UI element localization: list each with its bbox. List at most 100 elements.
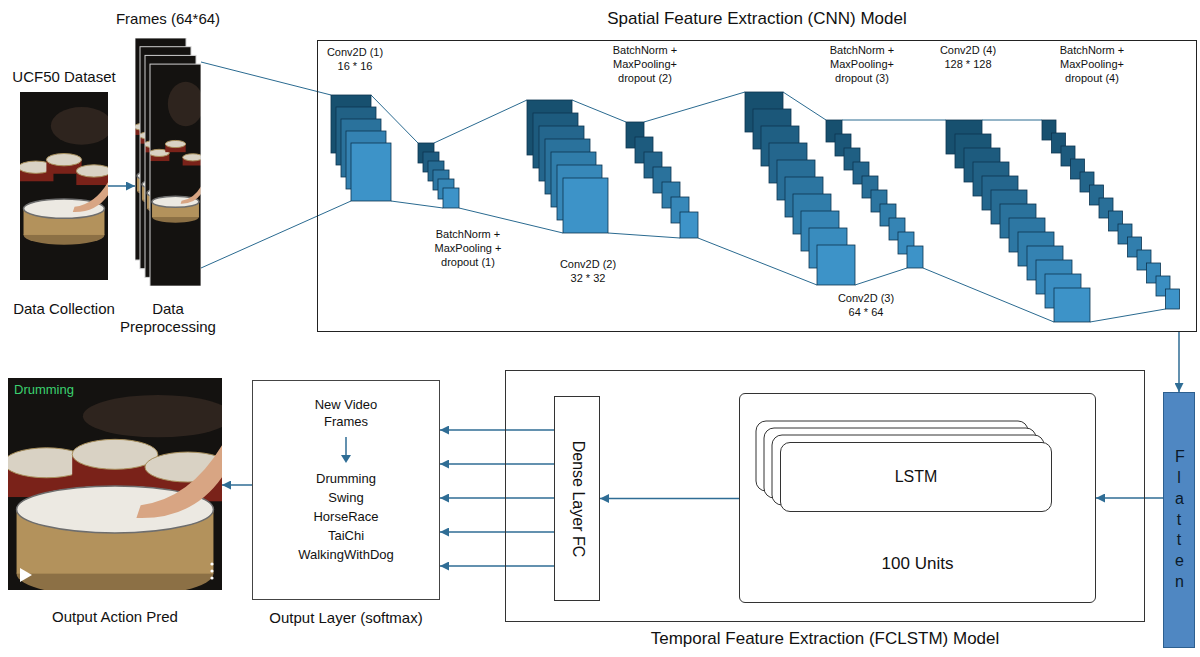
flow-arrow: [440, 565, 554, 567]
layer-label: BatchNorm + MaxPooling+ dropout (4): [1047, 44, 1137, 85]
node-text: Dense Layer FC: [568, 440, 586, 557]
text-holder: Conv2D (2) 32 * 32: [553, 258, 623, 286]
feature-map: [907, 246, 923, 268]
feature-map-stack: [946, 120, 1090, 322]
text-holder: Conv2D (1) 16 * 16: [320, 46, 390, 74]
text-holder: Frames (64*64): [135, 10, 201, 28]
projection-line: [608, 233, 680, 238]
menu-dot: [210, 569, 213, 572]
hand: [181, 186, 201, 203]
photo-frame: [20, 92, 108, 280]
flatten-bar: Flatten: [1163, 392, 1195, 648]
flow-arrow: [222, 484, 252, 486]
flow-arrow-head: [341, 455, 351, 463]
feature-map-stack: [1042, 120, 1180, 309]
dense-layer-box: Dense Layer FC: [554, 396, 600, 601]
layer-label: Conv2D (4) 128 * 128: [933, 44, 1003, 72]
text-holder: Flatten: [1164, 393, 1194, 647]
text-holder: Drumming: [14, 382, 74, 397]
text-holder: BatchNorm + MaxPooling + dropout (1): [423, 228, 513, 269]
tom-head: [46, 154, 81, 166]
text-holder: Output Action Pred: [8, 608, 222, 626]
flow-arrow: [440, 429, 554, 431]
hand: [73, 182, 108, 212]
feature-map: [1054, 288, 1090, 322]
flow-arrow: [600, 498, 739, 500]
projection-line: [842, 120, 946, 121]
feature-map-stack: [745, 92, 855, 285]
projection-line: [572, 100, 626, 122]
flow-arrow-line: [345, 437, 347, 457]
play-icon: [20, 568, 32, 582]
lstm-model-box: LSTM100 UnitsDense Layer FCTemporal Feat…: [505, 370, 1145, 622]
video-frame: [149, 64, 201, 286]
node-text: LSTM: [895, 468, 938, 486]
feature-map: [680, 212, 698, 238]
feature-map-stack: [626, 122, 698, 238]
text-holder: Data Collection: [20, 300, 108, 318]
flow-arrow: [440, 531, 554, 533]
lstm-card: LSTM: [780, 442, 1052, 512]
menu-dot: [210, 562, 213, 565]
flow-arrow: [440, 497, 554, 499]
node-text: Output Layer (softmax): [269, 609, 422, 627]
tom-head: [76, 165, 108, 177]
projection-line: [644, 92, 745, 122]
flow-arrow: [1178, 332, 1180, 392]
feature-map: [1166, 289, 1180, 309]
text-holder: UCF50 Dataset: [20, 68, 108, 86]
node-text: UCF50 Dataset: [12, 68, 115, 86]
text-holder: Drumming Swing HorseRace TaiChi WalkingW…: [271, 469, 421, 564]
photo: [8, 378, 222, 590]
tom-head: [165, 140, 185, 147]
feature-map-stack: [418, 143, 459, 208]
lstm-panel: LSTM 100 Units: [739, 393, 1096, 603]
layer-label: BatchNorm + MaxPooling+ dropout (3): [817, 44, 907, 85]
projection-line: [201, 62, 331, 95]
layer-label: Conv2D (1) 16 * 16: [320, 46, 390, 74]
text-holder: Dense Layer FC: [555, 397, 599, 600]
node-text: Data Collection: [13, 300, 115, 318]
text-holder: Data Preprocessing: [135, 300, 201, 336]
frames-stack: Frames (64*64)Data Preprocessing: [135, 38, 201, 286]
feature-map: [443, 188, 459, 208]
feature-map: [817, 245, 855, 285]
text-holder: Temporal Feature Extraction (FCLSTM) Mod…: [506, 629, 1144, 649]
text-column: New Video FramesDrumming Swing HorseRace…: [253, 397, 439, 564]
output-image: DrummingOutput Action Pred: [8, 378, 222, 590]
projection-line: [201, 201, 351, 268]
cnn-model-box: Spatial Feature Extraction (CNN) Model: [317, 40, 1197, 332]
feature-map: [563, 178, 608, 233]
flow-arrow: [1096, 497, 1163, 499]
node-text: Temporal Feature Extraction (FCLSTM) Mod…: [651, 629, 1000, 649]
photo-glow: [51, 107, 108, 145]
projection-line: [434, 100, 527, 143]
photo: [20, 92, 108, 280]
text-holder: BatchNorm + MaxPooling+ dropout (4): [1047, 44, 1137, 85]
flow-arrow: [338, 435, 354, 465]
node-text: Frames (64*64): [116, 10, 220, 28]
text-holder: New Video Frames: [296, 397, 396, 431]
projection-line: [982, 120, 1042, 121]
feature-map-stack: [527, 100, 608, 233]
projection-line: [391, 201, 443, 208]
node-text: Data Preprocessing: [108, 300, 228, 336]
feature-map: [351, 143, 391, 201]
text-holder: Conv2D (4) 128 * 128: [933, 44, 1003, 72]
text-holder: Spatial Feature Extraction (CNN) Model: [318, 9, 1196, 29]
photo: [150, 64, 201, 286]
hand: [136, 445, 222, 518]
feature-map-stack: [331, 95, 391, 201]
text-holder: Output Layer (softmax): [253, 609, 439, 627]
projection-line: [698, 238, 817, 285]
node-text: Drumming Swing HorseRace TaiChi WalkingW…: [271, 469, 421, 564]
photo-frame: [8, 378, 222, 590]
text-holder: BatchNorm + MaxPooling+ dropout (3): [817, 44, 907, 85]
text-holder: 100 Units: [740, 554, 1095, 574]
dataset-image: UCF50 DatasetData Collection: [20, 92, 108, 280]
feature-map-stack: [826, 120, 923, 268]
text-holder: BatchNorm + MaxPooling+ dropout (2): [600, 44, 690, 85]
text-holder: LSTM: [781, 443, 1051, 511]
node-text: Flatten: [1175, 447, 1183, 593]
frame-border: [150, 64, 201, 286]
